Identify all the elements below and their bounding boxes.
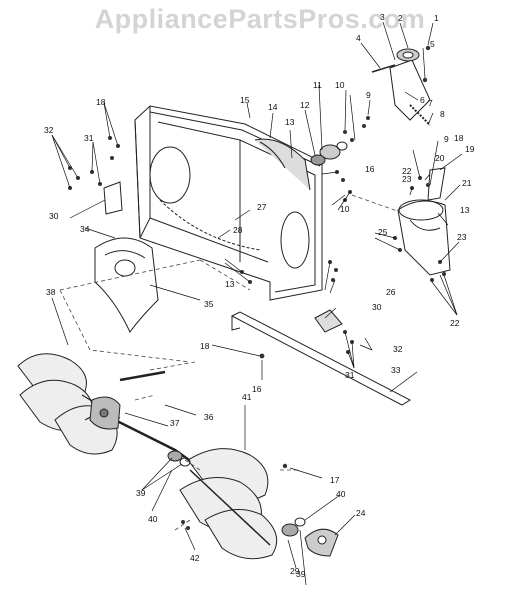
auger-housing <box>134 105 323 301</box>
drive-pulley-stack <box>310 141 348 166</box>
callout-label: 38 <box>46 287 56 297</box>
callout-label: 42 <box>190 553 200 563</box>
callout-label: 30 <box>372 302 382 312</box>
callout-label: 40 <box>148 514 158 524</box>
callout-label: 13 <box>285 117 295 127</box>
callout-label: 19 <box>465 144 475 154</box>
callout-label: 3 <box>380 12 385 22</box>
callout-label: 22 <box>402 166 412 176</box>
callout-label: 39 <box>136 488 146 498</box>
callout-label: 25 <box>378 227 388 237</box>
callout-label: 6 <box>420 95 425 105</box>
callout-label: 16 <box>365 164 375 174</box>
callout-label: 12 <box>300 100 310 110</box>
callout-label: 29 <box>290 566 300 576</box>
callout-label: 23 <box>402 174 412 184</box>
chute-bracket <box>397 167 451 276</box>
callout-label: 36 <box>204 412 214 422</box>
callout-label: 18 <box>200 341 210 351</box>
callout-label: 23 <box>457 232 467 242</box>
callout-label: 10 <box>335 80 345 90</box>
callout-label: 7 <box>428 98 433 108</box>
housing-hole-right <box>280 211 310 269</box>
callout-label: 33 <box>391 365 401 375</box>
callout-label: 18 <box>454 133 464 143</box>
callout-label: 30 <box>49 211 59 221</box>
housing-hole-left <box>149 146 191 204</box>
leader-lines <box>51 21 463 586</box>
callout-label: 15 <box>240 95 250 105</box>
callout-label: 21 <box>462 178 472 188</box>
callout-label: 27 <box>257 202 267 212</box>
callout-label: 35 <box>204 299 214 309</box>
callout-label: 4 <box>356 33 361 43</box>
callout-label: 22 <box>450 318 460 328</box>
callout-label: 8 <box>440 109 445 119</box>
callout-label: 32 <box>393 344 403 354</box>
callout-label: 37 <box>170 418 180 428</box>
auger-left <box>17 353 121 455</box>
callout-label: 1 <box>434 13 439 23</box>
side-plate-left <box>94 181 159 333</box>
callout-label: 31 <box>84 133 94 143</box>
callout-label: 26 <box>386 287 396 297</box>
callout-label: 13 <box>460 205 470 215</box>
assembly-lines <box>59 194 401 531</box>
callout-label: 9 <box>366 90 371 100</box>
callout-label: 41 <box>242 392 252 402</box>
callout-labels: 1 2 3 4 5 6 7 8 9 9 10 10 11 12 13 13 13… <box>44 12 475 579</box>
callout-label: 9 <box>444 134 449 144</box>
skid-shoe <box>314 309 343 333</box>
callout-label: 13 <box>225 279 235 289</box>
callout-label: 39 <box>296 569 306 579</box>
scraper-bar <box>230 311 412 406</box>
callout-label: 24 <box>356 508 366 518</box>
gearbox <box>89 396 121 430</box>
callout-label: 20 <box>435 153 445 163</box>
callout-label: 11 <box>313 80 322 90</box>
bearing-set <box>167 450 339 557</box>
watermark: AppliancePartsPros.com <box>94 4 426 34</box>
callout-label: 34 <box>80 224 90 234</box>
callout-label: 10 <box>340 204 350 214</box>
callout-label: 5 <box>430 39 435 49</box>
callout-label: 2 <box>398 13 403 23</box>
callout-label: 17 <box>330 475 340 485</box>
callout-label: 31 <box>345 370 355 380</box>
callout-label: 32 <box>44 125 54 135</box>
callout-label: 40 <box>336 489 346 499</box>
pulley-bracket <box>371 48 431 126</box>
callout-label: 14 <box>268 102 278 112</box>
callout-label: 28 <box>233 225 243 235</box>
callout-label: 18 <box>96 97 106 107</box>
callout-label: 16 <box>252 384 262 394</box>
auger-right <box>179 448 278 560</box>
